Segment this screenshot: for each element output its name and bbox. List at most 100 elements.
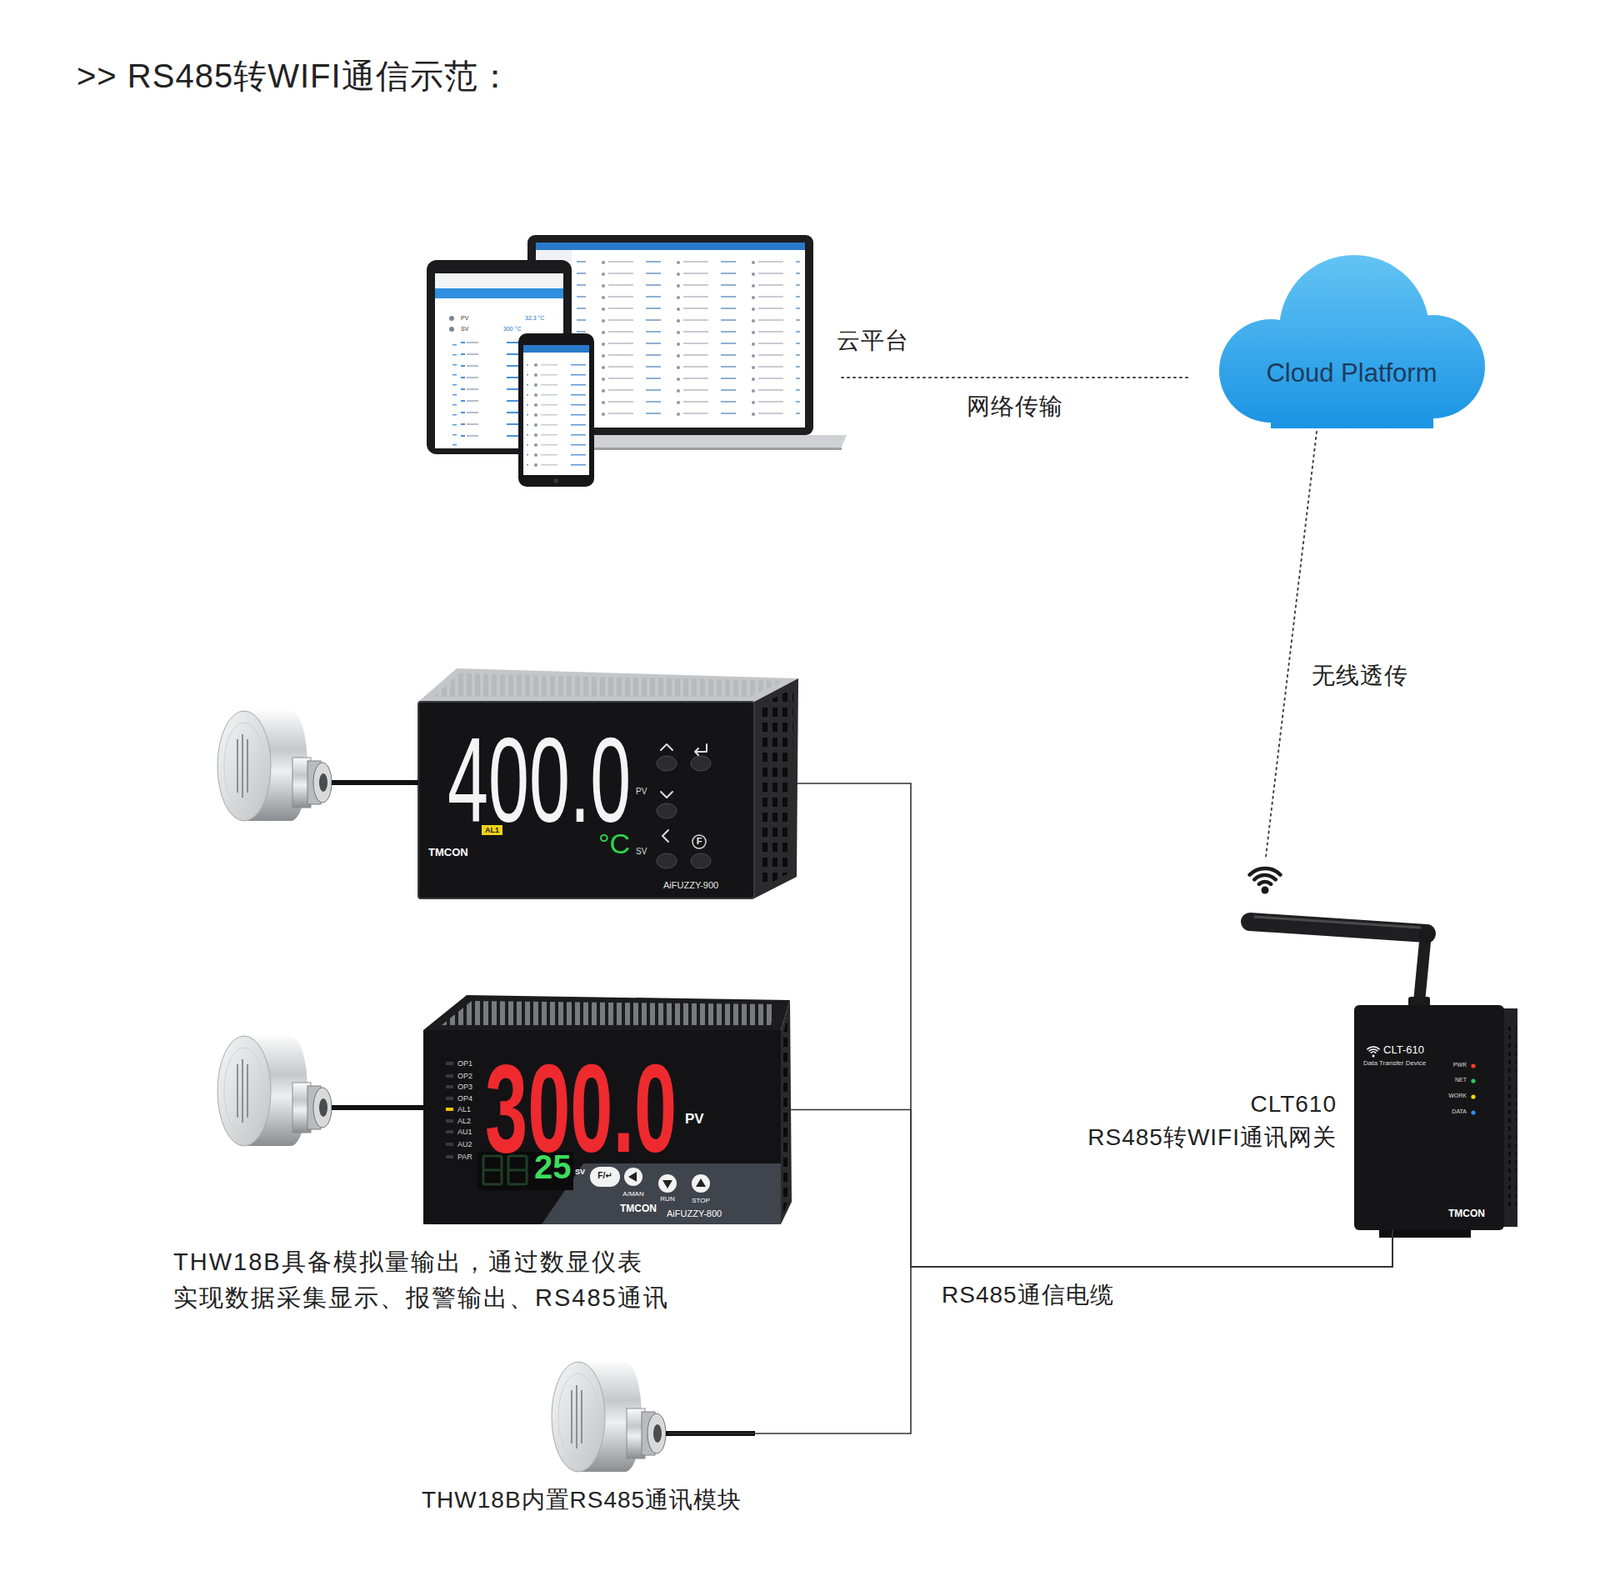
note-text: THW18B具备模拟量输出，通过数显仪表 实现数据采集显示、报警输出、RS485… [173, 1244, 707, 1316]
controller-800-body [658, 1174, 677, 1193]
controller-900-body [418, 668, 799, 702]
controller-800-body [662, 1180, 673, 1189]
edge-label: RS485通信电缆 [939, 1281, 1117, 1309]
controller-800-body [423, 995, 790, 1030]
model-name: AiFUZZY-800 [666, 1208, 722, 1220]
display-value: 400.0 [447, 719, 631, 840]
controller-800-body [691, 1174, 710, 1193]
led-label: OP2 [457, 1071, 473, 1080]
controller-900-body [690, 755, 711, 771]
gateway-body [1470, 1078, 1475, 1083]
gateway-body [1372, 1055, 1375, 1058]
led-label: AU2 [457, 1140, 473, 1149]
sensors [217, 1035, 332, 1146]
gateway-body [1370, 1051, 1376, 1053]
screen-value: 32.3 °C [525, 315, 545, 322]
controller-800-body [445, 1142, 454, 1146]
controller-900-body [656, 853, 677, 869]
controller-800-body [624, 1167, 643, 1186]
client-devices: 云平台PV32.3 °CSV300 °C [426, 235, 838, 487]
sensors [217, 710, 332, 821]
panel-label: SV [635, 846, 647, 857]
page-title: >> RS485转WIFI通信示范： [76, 56, 513, 95]
tablet [449, 315, 455, 321]
rs485-cable [668, 1230, 1393, 1434]
gateway-body [1367, 1046, 1380, 1050]
led-label: AL2 [457, 1116, 471, 1125]
laptop [535, 242, 805, 250]
node-caption: THW18B内置RS485通讯模块 [421, 1486, 742, 1514]
button-label: F [696, 835, 703, 847]
controller-800-body [445, 1155, 454, 1159]
gateway-body [1470, 1063, 1475, 1068]
cloud-shape [1219, 255, 1485, 429]
rs485-cable [790, 1110, 1393, 1268]
controller-800-body [423, 1030, 781, 1225]
led-label: PAR [457, 1152, 473, 1161]
controller-800-body [783, 1013, 790, 1215]
controller-900-body [692, 835, 706, 849]
phone [553, 478, 559, 484]
sensors [217, 710, 755, 1472]
sensors [331, 780, 419, 785]
tablet [435, 273, 564, 289]
led-label: AL1 [457, 1105, 471, 1114]
controller-800-body [423, 995, 792, 1225]
controller-900-body [695, 744, 707, 755]
controller-800-body [780, 1000, 792, 1225]
led-label: NET [1455, 1076, 1467, 1084]
controller-800-body [695, 1178, 706, 1187]
wifi-icon [1261, 886, 1270, 895]
display-unit: °C [598, 827, 630, 860]
button-caption: RUN [660, 1195, 675, 1203]
wifi-icon [1250, 868, 1281, 875]
edge-label: 无线透传 [1309, 662, 1411, 690]
wifi-icon [1254, 875, 1275, 880]
controller-800-body [541, 1163, 781, 1225]
sensor-node: THW18B内置RS485通讯模块 [550, 1358, 669, 1480]
led-label: OP4 [457, 1094, 473, 1103]
tablet [435, 288, 564, 299]
dotted-link [841, 376, 1190, 379]
gateway-body [1502, 1025, 1516, 1209]
screen-text: PV [460, 315, 469, 322]
controller-900-body [690, 853, 711, 869]
phone [518, 333, 595, 487]
controller-900-body [656, 755, 677, 771]
controller-900-body [418, 701, 755, 899]
controller-900-body [418, 668, 799, 899]
phone [523, 345, 590, 353]
gateway-body [1354, 1005, 1505, 1230]
panel-label: PV [685, 1110, 705, 1128]
screen-text: SV [460, 325, 469, 333]
dotted-link [1265, 431, 1317, 857]
phone [518, 333, 595, 487]
controller-800-body [445, 1096, 454, 1100]
gateway-body [1250, 916, 1518, 1238]
wifi-icon [1259, 881, 1271, 885]
controller-900-body [660, 744, 673, 750]
rs485-cable [795, 783, 1393, 1267]
sensors [331, 1105, 424, 1110]
cloud-label: Cloud Platform [1265, 358, 1437, 389]
tablet [460, 337, 520, 446]
controller-800-body [445, 1119, 454, 1123]
node-heading: RS485转WIFI通讯网关 [1087, 1124, 1337, 1151]
gateway-body [1470, 1110, 1475, 1115]
controller-box: 300.0PV25SVOP1OP2OP3OP4AL1AL2AU1AU2PARF/… [423, 995, 791, 1225]
led-label: AU1 [457, 1127, 473, 1136]
gateway-body [1369, 1049, 1378, 1051]
controller-900-body [760, 688, 794, 889]
node-heading: CLT610 [1250, 1090, 1337, 1118]
controller-900-body [662, 830, 669, 842]
controller-900-body [660, 791, 673, 798]
edge-label: 网络传输 [964, 393, 1066, 420]
alarm-indicator: AL1 [481, 825, 503, 835]
controller-box: 400.0°CAL1PVSVFTMCONAiFUZZY-900 [418, 668, 796, 899]
controller-800-body [441, 1000, 775, 1025]
gateway-body [1255, 916, 1420, 928]
laptop [576, 256, 800, 424]
screen-value: 300 °C [503, 325, 521, 333]
wifi-gateway: CLT610RS485转WIFI通讯网关CLT-610Data Transfer… [1354, 1005, 1518, 1230]
